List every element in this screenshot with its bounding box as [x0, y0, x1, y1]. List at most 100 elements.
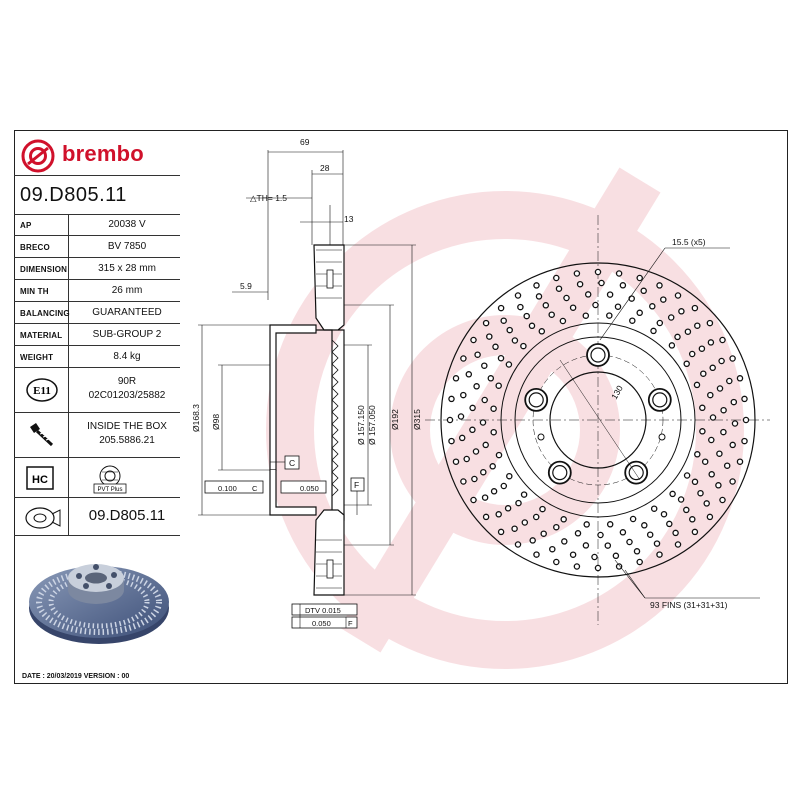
drill-hole — [549, 545, 556, 553]
dim-192: Ø192 — [390, 409, 400, 430]
drill-hole — [694, 322, 701, 329]
section-view — [198, 150, 416, 629]
drill-hole — [707, 391, 714, 399]
tolerance-ref-c: C — [252, 484, 258, 493]
drill-hole — [688, 350, 696, 358]
drill-hole — [469, 404, 476, 412]
drill-hole — [479, 419, 487, 426]
drill-hole — [683, 506, 690, 514]
drill-hole — [560, 516, 567, 523]
drill-hole — [582, 312, 590, 319]
spec-value: 315 x 28 mm — [98, 263, 156, 274]
spec-value: GUARANTEED — [92, 307, 162, 318]
drill-hole — [691, 528, 699, 536]
datum-f: F — [354, 480, 359, 490]
drill-hole — [699, 428, 706, 435]
drill-hole — [497, 354, 505, 362]
drill-hole — [628, 295, 635, 302]
drill-hole — [615, 563, 623, 570]
drill-hole — [511, 525, 518, 532]
drill-hole — [674, 541, 682, 548]
dim-13: 13 — [344, 214, 354, 224]
drill-hole — [492, 343, 499, 351]
drill-hole — [460, 478, 467, 485]
drill-hole — [698, 345, 706, 352]
drill-hole — [458, 434, 466, 442]
dim-130: 130 — [609, 383, 625, 401]
drill-hole — [723, 462, 731, 469]
fins-callout: 93 FINS (31+31+31) — [650, 600, 728, 610]
drill-hole — [538, 328, 546, 335]
dim-315: Ø315 — [412, 409, 422, 430]
svg-text:PVT Plus: PVT Plus — [98, 487, 123, 493]
drill-hole — [597, 531, 604, 539]
tolerance-parallelism: 0.050 — [312, 619, 331, 628]
drill-hole — [506, 472, 513, 480]
drill-hole — [460, 355, 467, 362]
drill-hole — [689, 516, 696, 523]
drill-hole — [463, 455, 470, 463]
drill-hole — [678, 308, 685, 315]
drill-hole — [720, 406, 727, 414]
drill-hole — [604, 542, 612, 549]
drill-hole — [633, 548, 641, 555]
part-number-bottom-row: 09.D805.11 — [14, 498, 180, 536]
drill-hole — [684, 328, 692, 335]
spec-value: 8.4 kg — [113, 351, 141, 362]
drill-hole — [660, 510, 668, 518]
drill-hole — [497, 304, 505, 312]
approval-number: 02C01203/25882 — [88, 390, 166, 401]
drill-hole — [629, 515, 637, 523]
spec-value: SUB-GROUP 2 — [92, 329, 162, 340]
drill-hole — [470, 496, 477, 504]
drill-hole — [606, 312, 613, 319]
dim-5-9: 5.9 — [240, 281, 252, 291]
drill-hole — [553, 274, 560, 282]
drill-hole — [649, 303, 656, 310]
drill-hole — [559, 317, 567, 325]
spec-label: AP — [20, 221, 32, 230]
drill-hole — [482, 513, 490, 521]
drill-hole — [703, 500, 710, 507]
drill-hole — [742, 416, 750, 424]
e11-approval-icon: E11 — [26, 378, 58, 402]
drill-hole — [533, 551, 540, 558]
dim-69: 69 — [300, 137, 310, 147]
drill-hole — [520, 342, 527, 350]
drill-hole — [489, 463, 496, 470]
drill-hole — [471, 475, 478, 483]
coatings-row: HC PVT Plus — [14, 458, 180, 498]
drill-hole — [555, 285, 563, 292]
drill-hole — [669, 490, 676, 498]
drill-hole — [626, 538, 633, 546]
spec-label: BALANCING — [20, 309, 70, 318]
bolt-hole — [528, 392, 544, 408]
pvt-plus-icon: PVT Plus — [93, 465, 127, 494]
drill-hole — [480, 468, 487, 476]
watermark-logo-icon — [266, 167, 744, 669]
tolerance-flatness: 0.050 — [300, 484, 319, 493]
inside-box-row: INSIDE THE BOX 205.5886.21 — [14, 413, 180, 458]
drill-hole — [612, 552, 620, 560]
drill-hole — [561, 538, 568, 545]
drill-hole — [452, 458, 460, 465]
spec-row: BALANCING GUARANTEED — [14, 302, 180, 324]
drill-hole — [656, 282, 663, 289]
drill-hole — [709, 364, 716, 372]
drill-hole — [452, 375, 460, 382]
drill-hole — [656, 551, 663, 558]
drill-hole — [715, 482, 722, 489]
drill-hole — [674, 292, 682, 299]
drill-hole — [660, 296, 667, 303]
drill-hole — [553, 523, 560, 531]
drill-hole — [460, 391, 467, 399]
drill-hole — [514, 292, 522, 299]
svg-text:HC: HC — [32, 474, 48, 486]
drill-hole — [708, 436, 715, 444]
drill-hole — [729, 441, 736, 449]
spec-label: BRECO — [20, 243, 50, 252]
drill-hole — [691, 478, 699, 486]
